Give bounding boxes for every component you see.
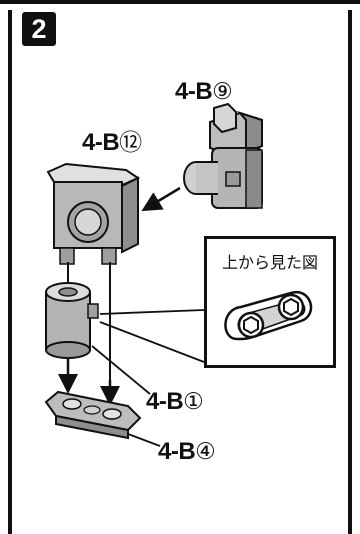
part-12-illustration	[46, 162, 141, 265]
leader-line-detail-top	[99, 309, 205, 315]
insert-arrow-9-to-12	[141, 186, 181, 212]
leader-line-part-1	[91, 345, 151, 395]
frame-right-border	[348, 10, 352, 534]
top-view-detail-box: 上から見た図	[204, 236, 336, 368]
part-1-illustration	[45, 282, 99, 359]
step-number-badge: 2	[22, 12, 56, 46]
part-label-12: 4-B⑫	[82, 129, 142, 156]
frame-top-border	[0, 0, 360, 4]
part-label-4: 4-B④	[158, 438, 216, 465]
top-view-plate-icon	[224, 290, 313, 341]
frame-left-border	[8, 10, 12, 534]
part-label-1: 4-B①	[146, 388, 204, 415]
part-label-9: 4-B⑨	[175, 78, 233, 105]
part-4-illustration	[44, 390, 142, 440]
part-9-illustration	[183, 102, 263, 209]
leader-line-detail-bottom	[99, 321, 205, 363]
top-view-title: 上から見た図	[221, 255, 318, 272]
leader-line-part-4	[127, 433, 161, 447]
